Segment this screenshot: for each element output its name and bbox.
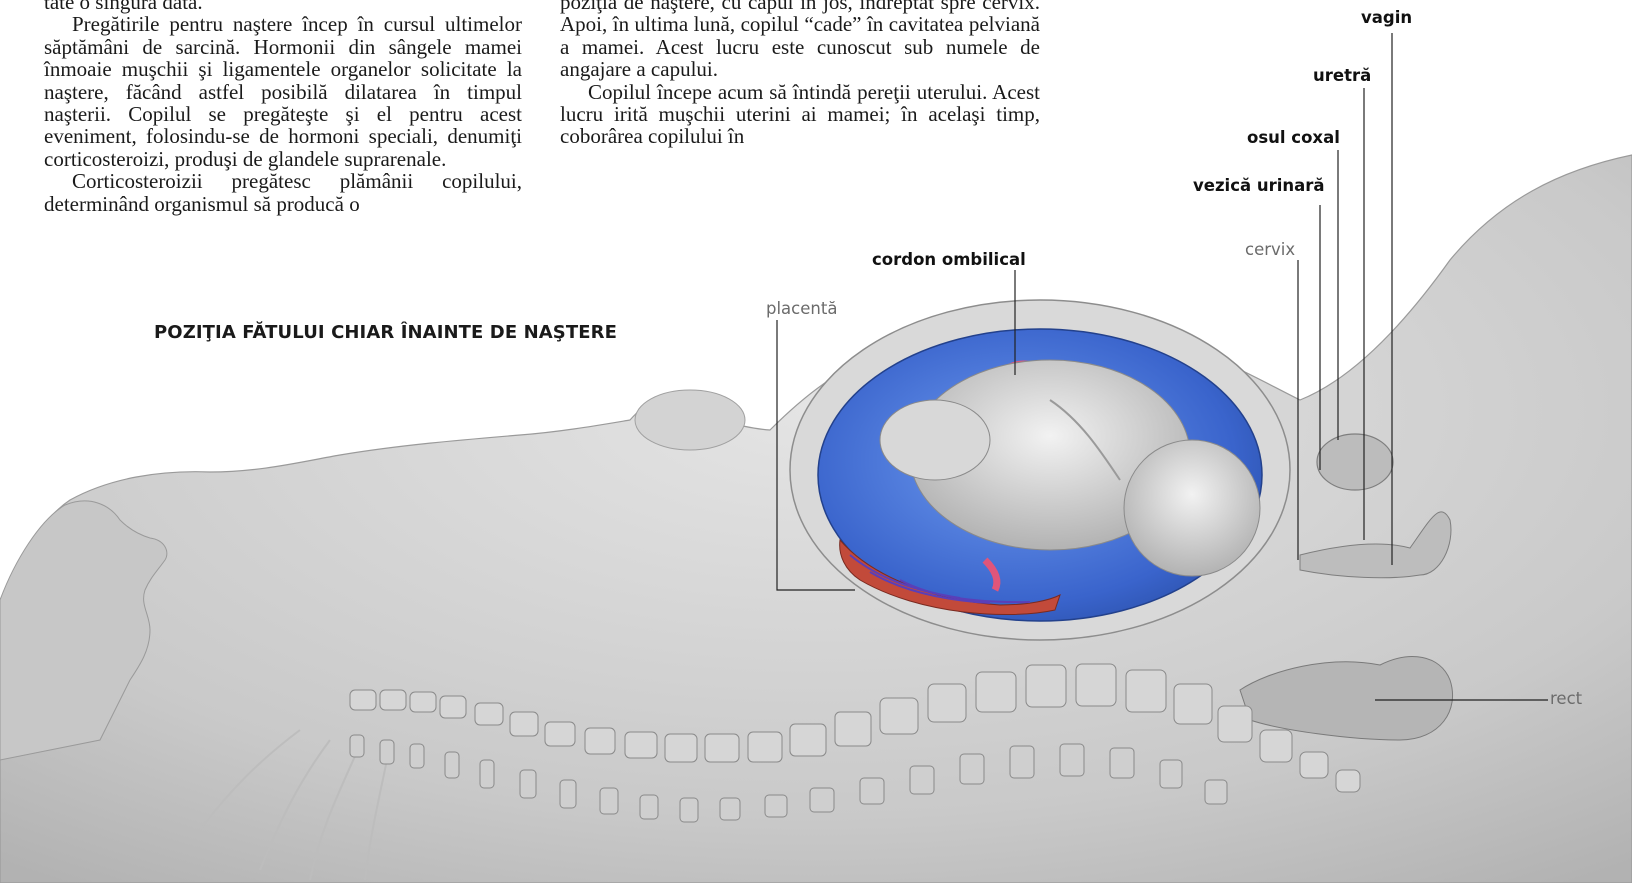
- label-vezica: vezică urinară: [1193, 176, 1325, 195]
- breast: [635, 390, 745, 450]
- label-cordon: cordon ombilical: [872, 250, 1026, 269]
- hip-bone: [1317, 434, 1393, 490]
- label-uretra: uretră: [1313, 66, 1371, 85]
- label-vagin: vagin: [1361, 8, 1412, 27]
- fetus-legs: [880, 400, 990, 480]
- label-placenta: placentă: [766, 299, 837, 318]
- label-cervix: cervix: [1245, 240, 1295, 259]
- fetus-head: [1124, 440, 1260, 576]
- label-osul-coxal: osul coxal: [1247, 128, 1340, 147]
- label-rect: rect: [1550, 689, 1582, 708]
